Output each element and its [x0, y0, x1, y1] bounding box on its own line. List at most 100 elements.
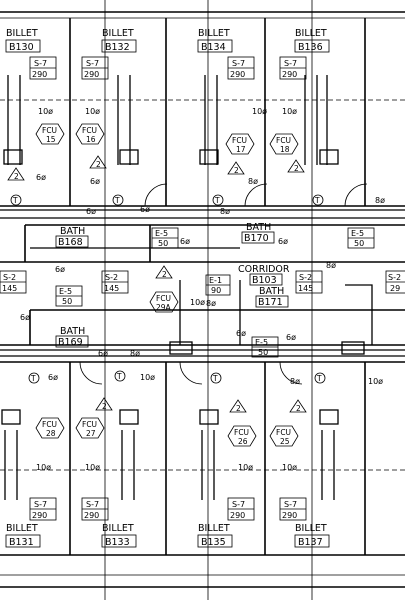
svg-text:290: 290: [230, 511, 245, 520]
svg-text:6ø: 6ø: [90, 177, 100, 186]
fcu-26: FCU 26: [227, 425, 257, 447]
svg-text:T: T: [30, 374, 36, 383]
thermostat-icon: T: [312, 194, 324, 206]
fcu-16: FCU 16: [75, 123, 105, 145]
thermostat-icon: T: [28, 372, 40, 384]
svg-text:10ø: 10ø: [38, 107, 53, 116]
rooms-top: BILLET B130 BILLET B132 BILLET B134 BILL…: [5, 28, 330, 53]
svg-text:FCU: FCU: [232, 136, 247, 145]
room-word: BILLET: [198, 523, 230, 534]
exhaust-e5-b170: E-5 50: [347, 227, 375, 249]
svg-text:290: 290: [282, 70, 297, 79]
svg-text:2: 2: [234, 166, 239, 175]
svg-text:10ø: 10ø: [190, 298, 205, 307]
bath-word: BATH: [60, 326, 85, 337]
room-word: BILLET: [198, 28, 230, 39]
svg-text:290: 290: [84, 511, 99, 520]
svg-text:6ø: 6ø: [86, 207, 96, 216]
triangle-icon: 2: [289, 399, 307, 413]
svg-text:290: 290: [32, 70, 47, 79]
svg-text:E-5: E-5: [155, 229, 168, 238]
svg-text:290: 290: [84, 70, 99, 79]
room-label: BILLET B131: [5, 523, 41, 548]
bath-label: BATH B170: [241, 222, 275, 244]
bath-label: BATH B171: [255, 286, 289, 308]
fcu-tags: FCU 15 FCU 16 FCU 17 FCU 18 FCU 28 FCU 2…: [35, 123, 299, 447]
svg-text:S-2: S-2: [299, 273, 312, 282]
triangle-icon: 2: [155, 265, 173, 279]
room-word: BILLET: [102, 28, 134, 39]
room-label: BILLET B134: [197, 28, 233, 53]
thermostat-icon: T: [114, 370, 126, 382]
svg-text:25: 25: [280, 437, 290, 446]
svg-text:8ø: 8ø: [130, 349, 140, 358]
svg-text:290: 290: [32, 511, 47, 520]
svg-text:6ø: 6ø: [236, 329, 246, 338]
svg-text:8ø: 8ø: [375, 196, 385, 205]
svg-text:10ø: 10ø: [282, 107, 297, 116]
svg-text:2: 2: [96, 160, 101, 169]
fcu-unit-icon: [199, 149, 219, 165]
room-word: BILLET: [102, 523, 134, 534]
svg-text:6ø: 6ø: [98, 349, 108, 358]
duct-sizes: 10ø 10ø 10ø 10ø 10ø 10ø 10ø 10ø 10ø 10ø …: [20, 107, 385, 472]
diffuser-s7-b136: S-7 290: [279, 56, 307, 80]
room-word: BILLET: [6, 28, 38, 39]
svg-text:10ø: 10ø: [85, 463, 100, 472]
thermostat-icon: T: [112, 194, 124, 206]
svg-text:145: 145: [298, 284, 313, 293]
diffuser-s2-right: S-2 145: [295, 270, 323, 294]
fcu-27: FCU 27: [75, 417, 105, 439]
svg-text:10ø: 10ø: [36, 463, 51, 472]
bath-labels: BATH B168 BATH B170 BATH B169 BATH B171 …: [55, 222, 290, 348]
svg-text:90: 90: [211, 286, 221, 295]
room-number: B131: [9, 537, 34, 548]
triangle-icon: 2: [227, 161, 245, 175]
fcu-unit-icon: [169, 341, 193, 355]
svg-text:6ø: 6ø: [36, 173, 46, 182]
room-label: BILLET B136: [294, 28, 330, 53]
svg-text:S-7: S-7: [34, 500, 47, 509]
room-label: BILLET B137: [294, 523, 330, 548]
svg-text:FCU: FCU: [276, 428, 291, 437]
svg-text:50: 50: [62, 297, 72, 306]
svg-text:2: 2: [102, 402, 107, 411]
svg-text:8ø: 8ø: [326, 261, 336, 270]
room-label: BILLET B133: [101, 523, 137, 548]
svg-text:50: 50: [354, 239, 364, 248]
triangle-icon: 2: [89, 155, 107, 169]
room-word: BILLET: [6, 523, 38, 534]
room-number: B132: [105, 42, 130, 53]
svg-text:T: T: [114, 196, 120, 205]
fcu-17: FCU 17: [225, 133, 255, 155]
fcu-29a: FCU 29A: [149, 291, 179, 313]
bath-word: BATH: [259, 286, 284, 297]
svg-text:2: 2: [294, 164, 299, 173]
corridor-word: CORRIDOR: [238, 264, 290, 275]
rooms-bottom: BILLET B131 BILLET B133 BILLET B135 BILL…: [5, 523, 330, 548]
room-label: BILLET B130: [5, 28, 41, 53]
svg-text:S-7: S-7: [284, 59, 297, 68]
svg-text:6ø: 6ø: [140, 205, 150, 214]
svg-text:2: 2: [296, 404, 301, 413]
svg-text:6ø: 6ø: [278, 237, 288, 246]
fcu-25: FCU 25: [269, 425, 299, 447]
svg-text:10ø: 10ø: [238, 463, 253, 472]
thermostat-icon: T: [10, 194, 22, 206]
fan-coil-units: [1, 149, 365, 425]
svg-text:T: T: [314, 196, 320, 205]
triangle-icon: 2: [287, 159, 305, 173]
diffuser-s7-b132: S-7 290: [81, 56, 109, 80]
svg-text:6ø: 6ø: [180, 237, 190, 246]
fcu-unit-icon: [341, 341, 365, 355]
svg-text:50: 50: [258, 348, 268, 357]
thermostat-icon: T: [210, 372, 222, 384]
svg-text:2: 2: [14, 172, 19, 181]
svg-text:FCU: FCU: [42, 420, 57, 429]
svg-text:FCU: FCU: [156, 294, 171, 303]
svg-text:E-1: E-1: [209, 276, 222, 285]
bath-number: B171: [258, 297, 283, 308]
svg-text:S-7: S-7: [86, 500, 99, 509]
svg-text:S-7: S-7: [232, 500, 245, 509]
